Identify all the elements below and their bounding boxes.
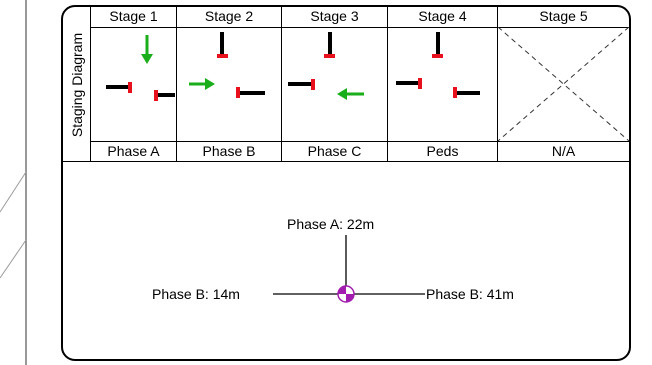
staging-diagram-frame: Staging Diagram Stage 1 Phase A Stage 2	[61, 5, 631, 361]
side-label: Staging Diagram	[63, 7, 91, 162]
west-approach-timing: Phase B: 14m	[152, 286, 240, 302]
stage-3: Stage 3 Phase C	[282, 7, 388, 162]
east-approach-timing: Phase B: 41m	[426, 286, 514, 302]
stage-5: Stage 5 N/A	[498, 7, 629, 162]
section-divider	[63, 161, 629, 162]
stage-2: Stage 2 Phase B	[177, 7, 282, 162]
stage-3-movement-diagram	[282, 27, 387, 142]
stage-1-movement-diagram	[91, 27, 176, 142]
stage-title: Stage 1	[91, 7, 176, 28]
stage-phase: N/A	[551, 143, 576, 159]
stage-4: Stage 4 Peds	[388, 7, 498, 162]
stage-title: Stage 5	[498, 7, 629, 28]
stage-phase: Peds	[426, 143, 459, 159]
stage-phase: Phase C	[307, 143, 362, 159]
junction-marker-icon	[337, 285, 355, 303]
stage-5-empty-placeholder	[498, 27, 629, 142]
side-label-text: Staging Diagram	[68, 32, 85, 137]
north-approach-timing: Phase A: 22m	[287, 216, 375, 232]
stage-title: Stage 4	[388, 7, 497, 28]
stage-title: Stage 3	[282, 7, 387, 28]
stage-phase: Phase B	[202, 143, 256, 159]
stage-1: Stage 1 Phase A	[91, 7, 177, 162]
stage-title: Stage 2	[177, 7, 281, 28]
stage-phase: Phase A	[107, 143, 160, 159]
stage-2-movement-diagram	[177, 27, 281, 142]
stage-4-movement-diagram	[388, 27, 497, 142]
junction-timing-diagram: Phase A: 22m Phase B: 14m Phase B: 41m	[63, 163, 629, 359]
